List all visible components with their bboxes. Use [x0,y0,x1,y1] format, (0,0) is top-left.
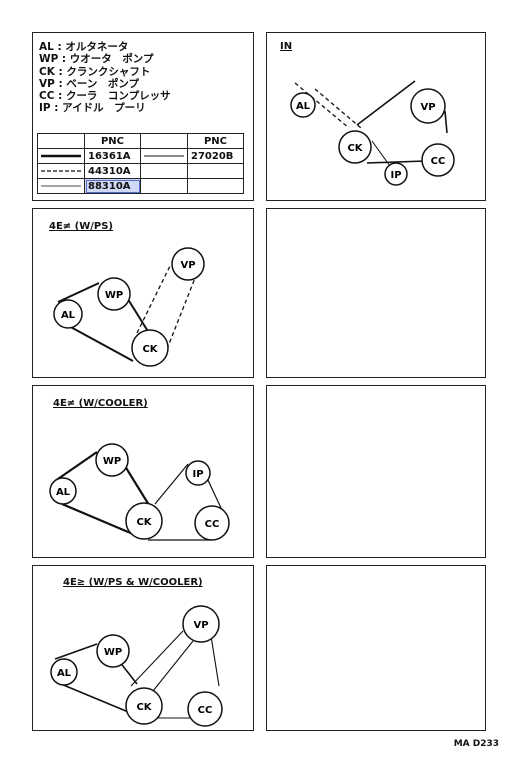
pulley-cc: CC [421,143,455,177]
svg-text:AL: AL [57,668,72,679]
svg-text:VP: VP [420,102,435,113]
solid-thin-line-sample [144,155,184,156]
pulley-al: AL [50,658,78,686]
svg-text:CK: CK [347,143,363,154]
panel-empty-1 [266,208,486,378]
svg-text:CK: CK [142,344,158,355]
svg-text:CK: CK [136,517,152,528]
panel-ps-cooler-diagram: AL WP VP CK CC [50,605,223,727]
pulley-vp: VP [171,247,205,281]
svg-text:VP: VP [180,260,195,271]
pulley-cc: CC [194,505,230,541]
pnc-header-right: PNC [187,133,244,149]
pulley-al: AL [49,477,77,505]
svg-text:AL: AL [61,310,76,321]
pulley-wp: WP [96,634,130,668]
pnc-code-27020B[interactable]: 27020B [187,148,244,164]
pulley-ck: CK [131,329,169,367]
svg-text:CK: CK [136,702,152,713]
svg-text:CC: CC [205,519,220,530]
panel-cooler-title: 4E≠ (W/COOLER) [53,398,148,409]
svg-text:AL: AL [296,101,311,112]
panel-ps-cooler-title: 4E≥ (W/PS & W/COOLER) [63,577,203,588]
legend-item-ck: CK : クランクシャフト [39,65,151,78]
panel-in-title: IN [280,41,293,52]
panel-ps-cooler: 4E≥ (W/PS & W/COOLER) AL WP VP CK CC [32,565,254,731]
legend-list: AL : オルタネータ WP : ウオータ ポンプ CK : クランクシャフト … [39,41,171,115]
pulley-al: AL [53,299,83,329]
panel-in-diagram: AL VP CK CC IP [290,80,455,186]
pnc-table: PNC PNC 16361A 27020B 44310A 88310A [37,133,244,194]
pulley-ip: IP [185,460,211,486]
svg-text:WP: WP [105,290,123,301]
solid-thick-line-sample [41,154,81,157]
panel-ps-diagram: AL WP VP CK [53,247,205,367]
pnc-code-44310A[interactable]: 44310A [84,163,141,179]
panel-empty-2 [266,385,486,558]
pulley-ck: CK [338,130,372,164]
svg-text:VP: VP [193,620,208,631]
pulley-wp: WP [97,277,131,311]
pnc-code-88310A-highlighted[interactable]: 88310A [84,178,141,194]
legend-item-ip: IP : アイドル プーリ [39,102,146,115]
legend-item-wp: WP : ウオータ ポンプ [39,53,154,66]
pnc-header-left: PNC [84,133,141,149]
pulley-al: AL [290,92,316,118]
pulley-wp: WP [95,443,129,477]
svg-text:WP: WP [103,456,121,467]
figure-code: MA D233 [453,739,499,749]
pulley-ip: IP [384,162,408,186]
pnc-row-3: 88310A [37,178,244,194]
legend-item-cc: CC : クーラ コンプレッサ [39,90,171,103]
panel-in: IN AL VP CK CC IP [266,32,486,201]
panel-cooler-diagram: AL WP IP CK CC [49,443,230,541]
legend-item-vp: VP : ベーン ポンプ [39,77,140,90]
pulley-ck: CK [125,687,163,725]
thin-line-sample [41,185,81,186]
svg-text:CC: CC [431,156,446,167]
svg-text:AL: AL [56,487,71,498]
svg-text:WP: WP [104,647,122,658]
panel-ps: 4E≠ (W/PS) AL WP VP CK [32,208,254,378]
dashed-line-sample [41,169,81,172]
panel-ps-title: 4E≠ (W/PS) [49,221,114,232]
pnc-row-1: 16361A 27020B [37,148,244,164]
pnc-header-row: PNC PNC [37,133,244,149]
pulley-cc: CC [187,691,223,727]
svg-text:IP: IP [192,469,203,480]
legend-item-al: AL : オルタネータ [39,41,129,53]
svg-text:IP: IP [390,170,401,181]
pulley-vp: VP [182,605,220,643]
pulley-ck: CK [125,502,163,540]
pulley-vp: VP [410,88,446,124]
panel-empty-3 [266,565,486,731]
pnc-code-16361A[interactable]: 16361A [84,148,141,164]
panel-cooler: 4E≠ (W/COOLER) AL WP IP CK CC [32,385,254,558]
svg-text:CC: CC [198,705,213,716]
legend-panel: AL : オルタネータ WP : ウオータ ポンプ CK : クランクシャフト … [32,32,254,201]
pnc-row-2: 44310A [37,163,244,179]
